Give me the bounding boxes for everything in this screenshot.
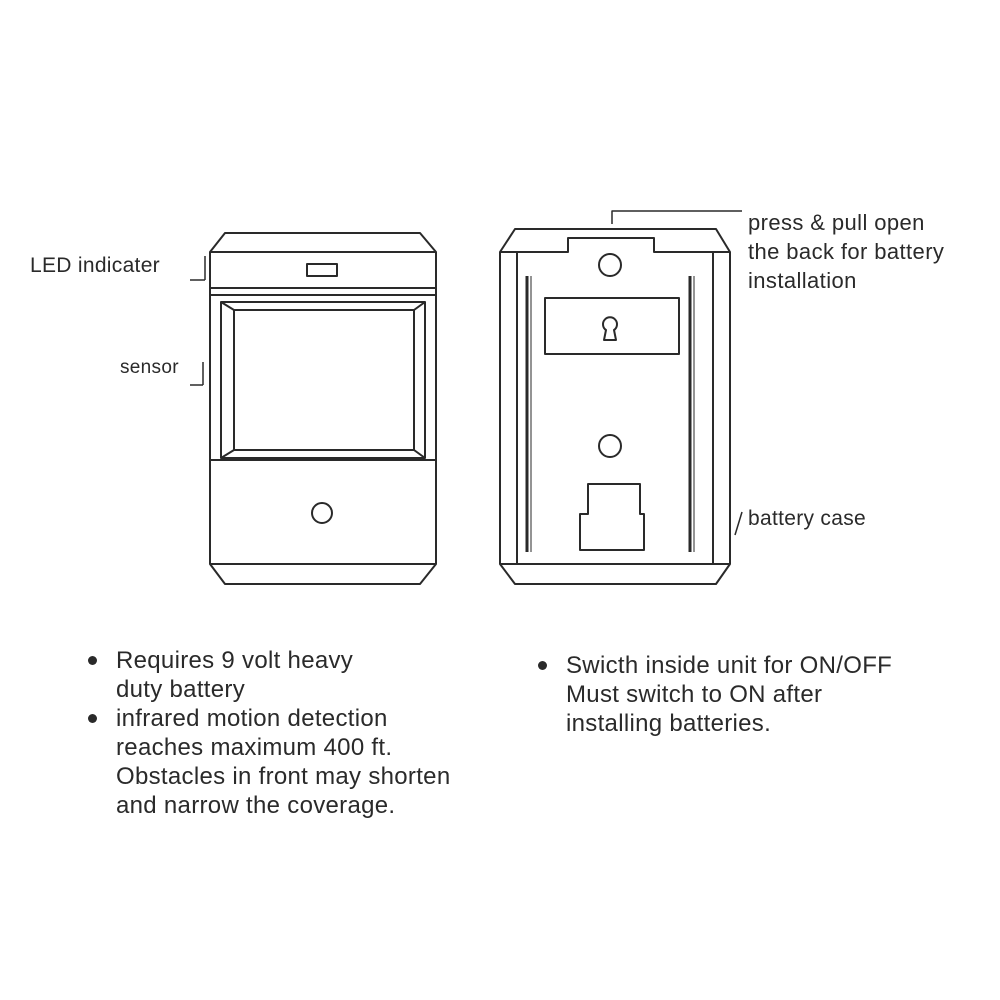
sensor-bevel-line bbox=[220, 449, 235, 459]
note-switch: Swicth inside unit for ON/OFF Must switc… bbox=[538, 651, 978, 738]
note-line: installing batteries. bbox=[566, 710, 772, 737]
back-body-outline bbox=[499, 228, 731, 585]
led-indicator-label: LED indicater bbox=[30, 254, 160, 277]
note-motion-detection: infrared motion detection reaches maximu… bbox=[88, 704, 528, 820]
sensor-bevel-line bbox=[413, 449, 426, 459]
sensor-bevel-line bbox=[220, 301, 235, 311]
note-line: Swicth inside unit for ON/OFF bbox=[566, 652, 893, 679]
notes-right: Swicth inside unit for ON/OFF Must switc… bbox=[538, 651, 978, 738]
note-line: and narrow the coverage. bbox=[116, 792, 396, 819]
battery-case-leader-line bbox=[734, 511, 743, 536]
sensor-frame-outer bbox=[210, 288, 436, 460]
battery-case-icon bbox=[579, 483, 645, 551]
press-pull-note-line: press & pull open bbox=[748, 210, 925, 235]
note-line: Obstacles in front may shorten bbox=[116, 763, 451, 790]
sensor-window bbox=[233, 309, 415, 451]
note-line: reaches maximum 400 ft. bbox=[116, 734, 393, 761]
front-body-outline bbox=[209, 232, 437, 585]
front-view bbox=[190, 232, 437, 585]
bullet-icon bbox=[88, 656, 97, 665]
back-inner-panel bbox=[516, 237, 714, 565]
mount-plate bbox=[544, 297, 680, 355]
press-pull-leader-line bbox=[611, 210, 742, 224]
note-battery-requirement: Requires 9 volt heavy duty battery bbox=[88, 646, 528, 704]
press-pull-note-line: the back for battery bbox=[748, 239, 945, 264]
press-pull-note-line: installation bbox=[748, 268, 857, 293]
sensor-label: sensor bbox=[120, 357, 179, 378]
keyhole-icon bbox=[602, 316, 618, 341]
note-line: Requires 9 volt heavy bbox=[116, 647, 354, 674]
note-line: Must switch to ON after bbox=[566, 681, 823, 708]
note-line: duty battery bbox=[116, 676, 246, 703]
sensor-window-outer bbox=[220, 301, 426, 459]
led-indicator-icon bbox=[306, 263, 338, 277]
bullet-icon bbox=[88, 714, 97, 723]
sensor-bevel-line bbox=[413, 301, 426, 311]
bullet-icon bbox=[538, 661, 547, 670]
front-button-icon bbox=[311, 502, 333, 524]
sensor-frame bbox=[210, 294, 436, 461]
battery-case-label: battery case bbox=[748, 507, 866, 530]
screw-hole-middle-icon bbox=[598, 434, 622, 458]
screw-hole-top-icon bbox=[598, 253, 622, 277]
press-pull-note: press & pull open the back for battery i… bbox=[748, 208, 944, 295]
back-view bbox=[499, 210, 743, 585]
notes-left: Requires 9 volt heavy duty battery infra… bbox=[88, 646, 528, 820]
note-line: infrared motion detection bbox=[116, 705, 388, 732]
